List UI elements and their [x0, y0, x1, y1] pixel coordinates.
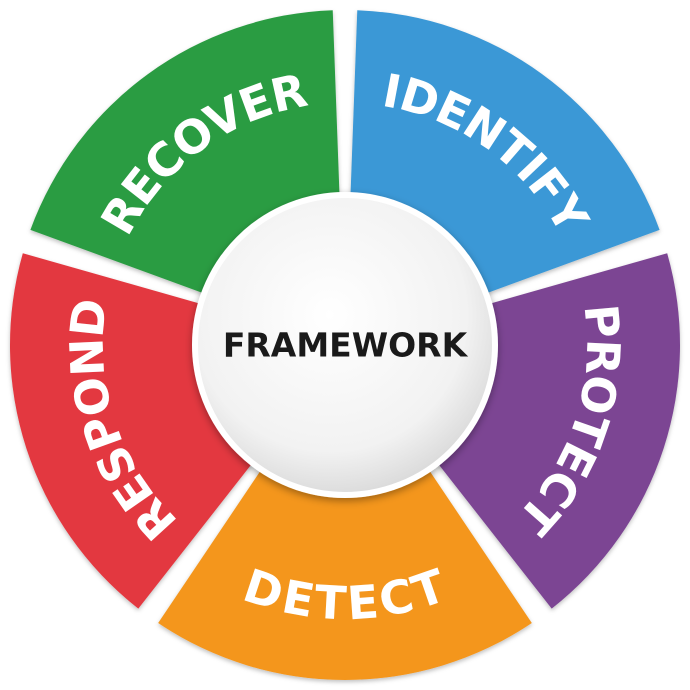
segment-respond	[10, 253, 253, 609]
center-hub-circle	[192, 192, 498, 498]
segment-identify	[350, 10, 660, 294]
segment-protect	[437, 253, 680, 609]
segment-detect	[158, 469, 532, 680]
segments-group	[10, 10, 680, 680]
segment-recover	[30, 10, 340, 294]
center-hub: FRAMEWORK	[192, 192, 498, 498]
center-label: FRAMEWORK	[223, 326, 469, 365]
